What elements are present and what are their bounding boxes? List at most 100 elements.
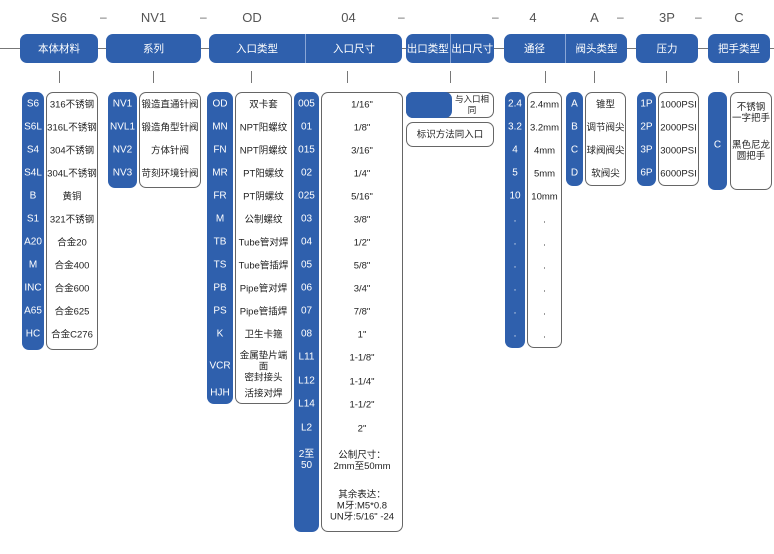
option-description: 316不锈钢 bbox=[49, 99, 95, 111]
outlet-note-label: 标识方法同入口 bbox=[416, 129, 484, 141]
option-code: S1 bbox=[26, 213, 40, 225]
option-code: PB bbox=[213, 282, 227, 294]
option-code: NV1 bbox=[112, 98, 133, 110]
option-code: S4 bbox=[26, 144, 40, 156]
separator-dash: – bbox=[617, 10, 624, 24]
tick-line bbox=[594, 71, 595, 83]
option-description: 4mm bbox=[533, 145, 556, 157]
option-code: 02 bbox=[300, 167, 313, 179]
option-description: 1/8" bbox=[353, 122, 371, 134]
option-description: Pipe管插焊 bbox=[239, 306, 288, 318]
option-description: 调节阀尖 bbox=[586, 122, 625, 134]
option-description: 黄铜 bbox=[62, 191, 82, 203]
option-description: 1-1/8" bbox=[349, 352, 375, 364]
series-description-column: 锻造直通针阀锻造角型针阀方体针阀苛刻环境针阀 bbox=[139, 92, 201, 188]
option-code: L14 bbox=[298, 398, 315, 410]
tick-line bbox=[251, 71, 252, 83]
header-bore-head: 通径阀头类型 bbox=[504, 34, 627, 63]
option-description: 苛刻环境针阀 bbox=[141, 168, 199, 180]
option-code: C bbox=[713, 139, 722, 151]
option-code: 2P bbox=[640, 121, 653, 133]
option-description: 合金C276 bbox=[51, 329, 93, 341]
option-code: D bbox=[570, 167, 579, 179]
option-code: A20 bbox=[24, 236, 42, 248]
option-description: 方体针阀 bbox=[150, 145, 189, 157]
option-code: HC bbox=[25, 328, 41, 340]
option-code: 01 bbox=[300, 121, 313, 133]
option-code: HJH bbox=[210, 387, 230, 399]
option-code: S6L bbox=[24, 121, 42, 133]
option-code: . bbox=[513, 259, 517, 271]
separator-dash: – bbox=[398, 10, 405, 24]
option-description: Tube管对焊 bbox=[238, 237, 289, 249]
outlet-same-label: 与入口相同 bbox=[454, 94, 489, 115]
code-value: A bbox=[590, 10, 599, 25]
header-label: 把手类型 bbox=[718, 43, 760, 55]
option-code: M bbox=[28, 259, 38, 271]
head-description-column: 锥型调节阀尖球阀阀尖软阀尖 bbox=[585, 92, 626, 186]
tick-line bbox=[450, 71, 451, 83]
code-value: 3P bbox=[659, 10, 675, 25]
code-value: OD bbox=[242, 10, 262, 25]
header-outlet: 出口类型出口尺寸 bbox=[406, 34, 494, 63]
option-description: . bbox=[543, 214, 546, 226]
option-code: NVL1 bbox=[109, 121, 135, 133]
option-description: 3/8" bbox=[353, 214, 371, 226]
option-code: K bbox=[216, 328, 224, 340]
option-description: . bbox=[543, 306, 546, 318]
option-code: 5 bbox=[512, 167, 518, 179]
code-value: NV1 bbox=[140, 10, 167, 25]
option-description: 活接对焊 bbox=[244, 388, 283, 400]
tick-line bbox=[666, 71, 667, 83]
option-code: M bbox=[215, 213, 225, 225]
option-description: 10mm bbox=[531, 191, 558, 203]
option-code: 4 bbox=[512, 144, 518, 156]
option-description: Pipe管对焊 bbox=[239, 283, 288, 295]
handle-code-column: C bbox=[708, 92, 727, 190]
option-code: 08 bbox=[300, 328, 313, 340]
header-label: 系列 bbox=[143, 43, 164, 55]
option-description: 合金400 bbox=[54, 260, 90, 272]
option-code: S4L bbox=[24, 167, 42, 179]
option-code: 015 bbox=[298, 144, 315, 156]
option-code: 03 bbox=[300, 213, 313, 225]
header-series: 系列 bbox=[106, 34, 201, 63]
option-description: 锥型 bbox=[595, 99, 615, 111]
option-description: 1/2" bbox=[353, 237, 371, 249]
option-description: . bbox=[543, 237, 546, 249]
option-description: . bbox=[543, 260, 546, 272]
option-code: TB bbox=[213, 236, 227, 248]
option-code: B bbox=[571, 121, 578, 133]
option-description: 双卡套 bbox=[249, 99, 278, 111]
option-description: 3.2mm bbox=[529, 122, 560, 134]
option-description: 304不锈钢 bbox=[49, 145, 95, 157]
option-code: B bbox=[29, 190, 37, 202]
option-description: 321不锈钢 bbox=[49, 214, 95, 226]
option-code: NV2 bbox=[112, 144, 133, 156]
header-label: 出口尺寸 bbox=[449, 34, 495, 63]
option-code: 6P bbox=[640, 167, 653, 179]
separator-dash: – bbox=[492, 10, 499, 24]
option-description: 金属垫片端面 密封接头 bbox=[239, 350, 288, 384]
option-code: . bbox=[513, 236, 517, 248]
option-description: PT阳螺纹 bbox=[243, 168, 284, 180]
option-description: 1-1/4" bbox=[349, 376, 375, 388]
option-code: MN bbox=[212, 121, 228, 133]
option-description: 锻造角型针阀 bbox=[141, 122, 199, 134]
option-description: 3/16" bbox=[351, 145, 373, 157]
option-code: MR bbox=[212, 167, 228, 179]
option-code: . bbox=[513, 328, 517, 340]
code-value: C bbox=[734, 10, 744, 25]
option-description: 2.4mm bbox=[529, 99, 560, 111]
tick-line bbox=[545, 71, 546, 83]
option-description: 5/8" bbox=[353, 260, 371, 272]
option-description: 球阀阀尖 bbox=[586, 145, 625, 157]
